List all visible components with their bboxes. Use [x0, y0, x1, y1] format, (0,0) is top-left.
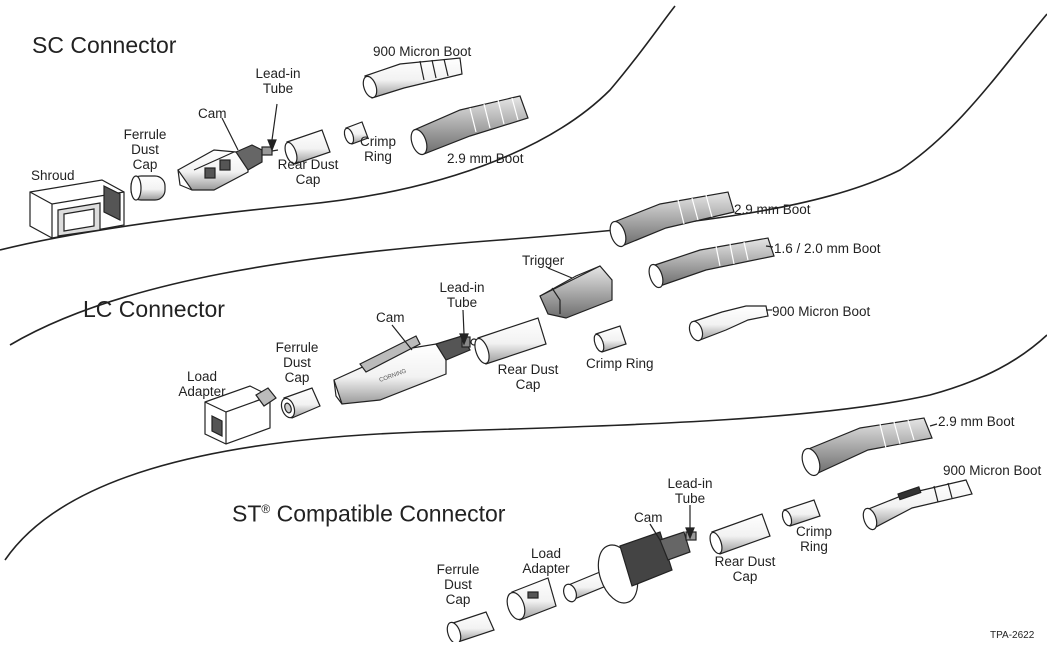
st-title-main: ST	[232, 500, 262, 527]
sc-section-title: SC Connector	[32, 32, 177, 58]
sc-cam-body	[177, 144, 279, 191]
st-29-mm-boot	[801, 417, 933, 477]
lc-crimp-ring	[593, 325, 627, 353]
st-title-rest: Compatible Connector	[270, 500, 506, 527]
lc-parts: CORNING	[204, 191, 775, 445]
sc-shroud-label: Shroud	[31, 168, 75, 183]
lc-cam-label: Cam	[376, 310, 405, 325]
lc-900-boot-label: 900 Micron Boot	[772, 304, 871, 319]
lc-rear-dust-cap	[474, 317, 547, 365]
st-cam-label: Cam	[634, 510, 663, 525]
lc-trigger	[539, 265, 613, 319]
sc-shroud	[29, 179, 125, 239]
lc-crimp-ring-label: Crimp Ring	[586, 356, 654, 371]
st-ferrule-dust-cap	[446, 611, 495, 645]
lc-load-adapter	[204, 385, 277, 445]
sc-crimp-ring	[343, 121, 369, 145]
sc-cam-label: Cam	[198, 106, 227, 121]
st-rear-dust-cap	[709, 513, 771, 555]
sc-900-micron-boot	[362, 57, 463, 99]
st-29-boot-label: 2.9 mm Boot	[938, 414, 1015, 429]
sc-900-boot-label: 900 Micron Boot	[373, 44, 472, 59]
registered-mark: ®	[261, 502, 271, 516]
divider-st-bottom	[4, 334, 1047, 561]
sc-rear-dust-cap	[284, 129, 331, 165]
sc-parts	[29, 57, 529, 239]
lc-16-20-mm-boot	[648, 237, 775, 289]
section-dividers	[0, 5, 1047, 561]
sc-29-boot-label: 2.9 mm Boot	[447, 151, 524, 166]
lc-16-20-boot-label: 1.6 / 2.0 mm Boot	[774, 241, 881, 256]
lc-ferrule-dust-cap	[280, 387, 321, 419]
lc-29-boot-label: 2.9 mm Boot	[734, 202, 811, 217]
lc-section-title: LC Connector	[83, 296, 225, 322]
st-parts	[446, 417, 973, 645]
st-900-micron-boot	[862, 479, 973, 531]
st-cam-body	[563, 531, 697, 604]
lc-900-micron-boot	[688, 305, 769, 342]
sc-ferrule-dust-cap	[130, 175, 166, 201]
sc-29-mm-boot	[410, 95, 529, 156]
lc-trigger-label: Trigger	[522, 253, 565, 268]
lc-cam-body: CORNING	[333, 335, 478, 405]
st-section-title: ST® Compatible Connector	[232, 496, 505, 527]
lc-29-mm-boot	[609, 191, 735, 248]
document-reference: TPA-2622	[990, 630, 1035, 641]
st-load-adapter	[506, 577, 557, 621]
st-crimp-ring	[781, 499, 821, 527]
st-900-boot-label: 900 Micron Boot	[943, 463, 1042, 478]
